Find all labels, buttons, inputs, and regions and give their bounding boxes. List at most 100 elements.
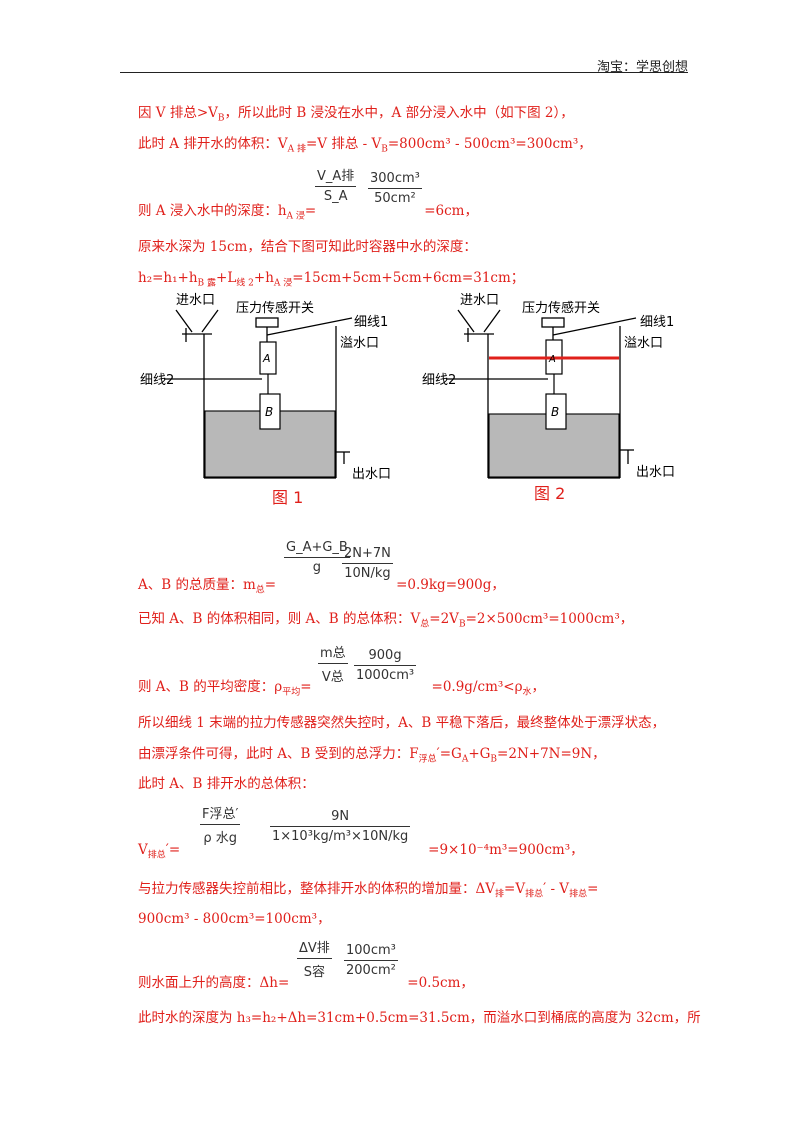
text-line-12: V排总′==9×10⁻⁴m³=900cm³， <box>138 838 584 861</box>
fraction-1b-num: 300cm³ <box>370 171 420 186</box>
fig1-overflow-label: 溢水口 <box>340 336 379 351</box>
line-10-part: 由漂浮条件可得，此时 A、B 受到的总浮力：F <box>138 746 419 762</box>
fig2-inlet-label: 进水口 <box>460 293 499 308</box>
line-13-sub: 排 <box>495 889 505 900</box>
fraction-5a-num: ΔV排 <box>299 941 330 956</box>
fig1-sensor <box>255 317 279 328</box>
fig1-thread2-label: 细线2 <box>140 373 174 388</box>
line-10-sub2: A <box>461 754 469 765</box>
line-8-tail: =0.9g/cm³<ρ <box>431 679 523 695</box>
line-15-tail: =0.5cm， <box>407 975 474 991</box>
fig2-overflow-label: 溢水口 <box>624 336 663 351</box>
line-5-mid2: +h <box>253 270 274 286</box>
text-line-5: h₂=h₁+hB 露+L线 2+hA 浸=15cm+5cm+5cm+6cm=31… <box>138 266 524 289</box>
line-7-tail2: =2×500cm³=1000cm³， <box>465 611 634 627</box>
fraction-3b-den: 1000cm³ <box>356 668 415 683</box>
figure-1-caption: 图 1 <box>272 488 304 507</box>
fig1-sensor-label: 压力传感开关 <box>236 300 314 316</box>
line-6-sub: 总 <box>255 585 265 596</box>
fig1-thread1-pointer <box>266 317 353 336</box>
fraction-5b: 100cm³ 200cm² <box>344 943 398 978</box>
fraction-2b-den: 10N/kg <box>344 566 391 581</box>
text-line-13: 与拉力传感器失控前相比，整体排开水的体积的增加量：ΔV排=V排总′ - V排总= <box>138 877 598 900</box>
fraction-1a-den: S_A <box>323 189 348 204</box>
fraction-1b: 300cm³ 50cm² <box>368 171 422 206</box>
text-line-11: 此时 A、B 排开水的总体积： <box>138 772 315 792</box>
text-line-1: 因 V 排总>VB，所以此时 B 浸没在水中，A 部分浸入水中（如下图 2）， <box>138 101 574 124</box>
line-10-tail2: +G <box>468 746 491 762</box>
fig1-inlet-label: 进水口 <box>176 293 215 308</box>
fraction-3a-den: V总 <box>321 670 344 685</box>
header-text: 淘宝：学思创想 <box>596 60 688 75</box>
fig2-outlet-label: 出水口 <box>636 465 675 480</box>
fig2-block-b <box>545 393 567 430</box>
line-10-tail3: =2N+7N=9N， <box>497 746 606 762</box>
line-10-sub: 浮总 <box>418 754 437 765</box>
line-13-part: 与拉力传感器失控前相比，整体排开水的体积的增加量：ΔV <box>138 881 495 897</box>
fraction-3b-num: 900g <box>368 648 402 663</box>
fraction-1b-den: 50cm² <box>374 191 416 206</box>
line-7-part: 已知 A、B 的体积相同，则 A、B 的总体积：V <box>138 611 421 627</box>
line-5-part: h₂=h₁+h <box>138 270 198 286</box>
fraction-4a-den: ρ 水g <box>203 831 238 846</box>
fraction-1a-bar <box>315 186 357 187</box>
fraction-5a: ΔV排 S容 <box>297 937 332 980</box>
line-5-sub2: 线 2 <box>236 278 254 289</box>
fraction-5b-den: 200cm² <box>346 963 396 978</box>
line-1-tail: ，所以此时 B 浸没在水中，A 部分浸入水中（如下图 2）， <box>224 105 574 121</box>
fig1-block-b <box>259 393 281 430</box>
line-2-sub1: A 排 <box>287 144 306 155</box>
text-line-15: 则水面上升的高度：Δh= =0.5cm， <box>138 971 474 991</box>
line-2-sub2: B <box>381 144 388 155</box>
fraction-2b: 2N+7N 10N/kg <box>342 546 393 581</box>
figure-1-diagram: A B 进水口 压力传感开关 细线1 溢水口 细线2 出水口 <box>140 293 391 482</box>
line-12-tail: =9×10⁻⁴m³=900cm³， <box>428 842 584 858</box>
fraction-2a: G_A+G_B g <box>284 540 350 575</box>
text-line-10: 由漂浮条件可得，此时 A、B 受到的总浮力：F浮总′=GA+GB=2N+7N=9… <box>138 742 606 765</box>
fig2-sensor <box>541 317 565 328</box>
line-1-sub: B <box>217 113 225 124</box>
line-5-sub1: B 露 <box>197 278 217 289</box>
line-2-tail: =800cm³ - 500cm³=300cm³， <box>387 136 592 152</box>
fig1-funnel-right <box>201 309 219 333</box>
fig2-block-b-label: B <box>551 405 559 419</box>
fig2-thread1-label: 细线1 <box>640 315 674 330</box>
fraction-5b-num: 100cm³ <box>346 943 396 958</box>
fig2-block-a-label: A <box>548 354 556 365</box>
fraction-4b: 9N 1×10³kg/m³×10N/kg <box>270 809 411 844</box>
fraction-4b-den: 1×10³kg/m³×10N/kg <box>272 829 409 844</box>
text-line-7: 已知 A、B 的体积相同，则 A、B 的总体积：V总=2VB=2×500cm³=… <box>138 607 633 630</box>
line-2-part: 此时 A 排开水的体积：V <box>138 136 288 152</box>
fig2-funnel-left <box>457 309 475 333</box>
fraction-5a-den: S容 <box>303 965 326 980</box>
line-8-sub2: 水 <box>522 687 532 698</box>
line-3-tail: =6cm， <box>424 203 478 219</box>
figure-2-diagram: A B 进水口 压力传感开关 细线1 溢水口 细线2 出水口 <box>422 293 675 480</box>
line-6-tail: =0.9kg=900g， <box>396 577 505 593</box>
fraction-4a: F浮总′ ρ 水g <box>200 803 241 846</box>
line-6-part: A、B 的总质量：m <box>138 577 256 593</box>
line-8-eq: = <box>300 679 312 695</box>
line-5-tail: =15cm+5cm+5cm+6cm=31cm； <box>292 270 525 286</box>
line-9-text: 所以细线 1 末端的拉力传感器突然失控时，A、B 平稳下落后，最终整体处于漂浮状… <box>138 715 666 731</box>
figure-2-caption: 图 2 <box>534 484 566 503</box>
line-8-end: ， <box>531 679 546 695</box>
line-7-sub2: B <box>458 619 466 630</box>
line-12-eq: ′= <box>165 842 181 858</box>
line-8-sub: 平均 <box>282 687 301 698</box>
line-3-part: 则 A 浸入水中的深度：h <box>138 203 287 219</box>
text-line-8: 则 A、B 的平均密度：ρ平均==0.9g/cm³<ρ水， <box>138 675 545 698</box>
line-10-sub3: B <box>490 754 498 765</box>
text-line-16: 此时水的深度为 h₃=h₂+Δh=31cm+0.5cm=31.5cm，而溢水口到… <box>138 1006 701 1026</box>
line-11-text: 此时 A、B 排开水的总体积： <box>138 776 315 792</box>
fraction-3a-num: m总 <box>320 646 346 661</box>
fraction-4b-bar <box>270 826 411 827</box>
line-4-text: 原来水深为 15cm，结合下图可知此时容器中水的深度： <box>138 239 477 255</box>
line-7-sub: 总 <box>420 619 430 630</box>
line-7-tail: =2V <box>429 611 459 627</box>
line-13-tail: =V <box>504 881 526 897</box>
line-15-part: 则水面上升的高度：Δh= <box>138 975 290 991</box>
fig1-block-b-label: B <box>265 405 273 419</box>
line-12-part: V <box>138 842 148 858</box>
text-line-4: 原来水深为 15cm，结合下图可知此时容器中水的深度： <box>138 235 477 255</box>
